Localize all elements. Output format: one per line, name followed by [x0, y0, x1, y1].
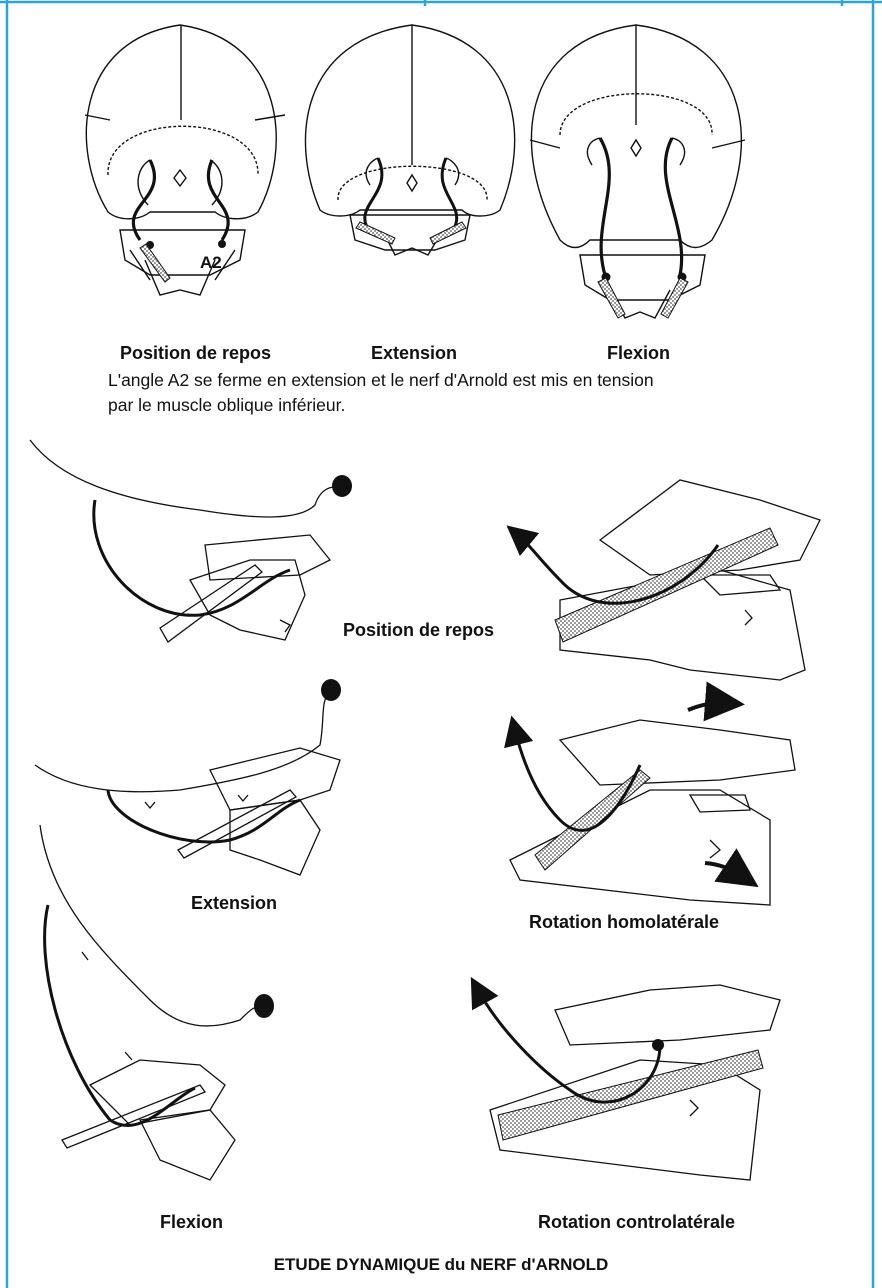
nerve-homolateral-right: [515, 730, 640, 830]
nerve-dot-controlateral: [652, 1039, 664, 1051]
occiput-dot-extension: [321, 679, 341, 701]
muscle-rest-right: [555, 528, 778, 642]
angle-a2-muscle: [140, 244, 170, 282]
arrow-controlateral: [705, 863, 742, 876]
lateral-rest-left: [30, 440, 340, 642]
muscle-homolateral-right: [535, 770, 650, 870]
skull-extension-view: [305, 25, 514, 255]
nerve-dot-right: [218, 240, 226, 248]
nerve-lateral-extension: [108, 790, 300, 842]
label-flexion-lateral: Flexion: [160, 1212, 223, 1233]
muscle-flexion-left: [598, 278, 625, 318]
label-rest-lateral: Position de repos: [343, 620, 494, 641]
caption-line-2: par le muscle oblique inférieur.: [108, 393, 768, 418]
muscle-extension-right: [430, 222, 466, 244]
skull-rest-view: [85, 25, 285, 295]
label-extension-lateral: Extension: [191, 893, 277, 914]
occiput-dot-flexion: [254, 994, 274, 1018]
figure-title: ETUDE DYNAMIQUE du NERF d'ARNOLD: [0, 1255, 882, 1275]
label-rotation-homolateral: Rotation homolatérale: [529, 912, 719, 933]
label-flexion-top: Flexion: [607, 343, 670, 364]
skull-flexion-view: [530, 25, 745, 318]
muscle-extension-left: [356, 222, 395, 244]
lateral-flexion-left: [40, 825, 262, 1180]
nerve-lateral-flexion: [45, 905, 195, 1126]
lateral-extension-left: [35, 692, 340, 875]
occiput-dot-rest: [332, 475, 352, 497]
caption-line-1: L'angle A2 se ferme en extension et le n…: [108, 368, 768, 393]
caption: L'angle A2 se ferme en extension et le n…: [108, 368, 768, 418]
label-extension-top: Extension: [371, 343, 457, 364]
label-rest-top: Position de repos: [120, 343, 271, 364]
angle-a2-label: A2: [200, 253, 222, 272]
label-rotation-controlateral: Rotation controlatérale: [538, 1212, 735, 1233]
arrow-homolateral: [688, 703, 725, 710]
